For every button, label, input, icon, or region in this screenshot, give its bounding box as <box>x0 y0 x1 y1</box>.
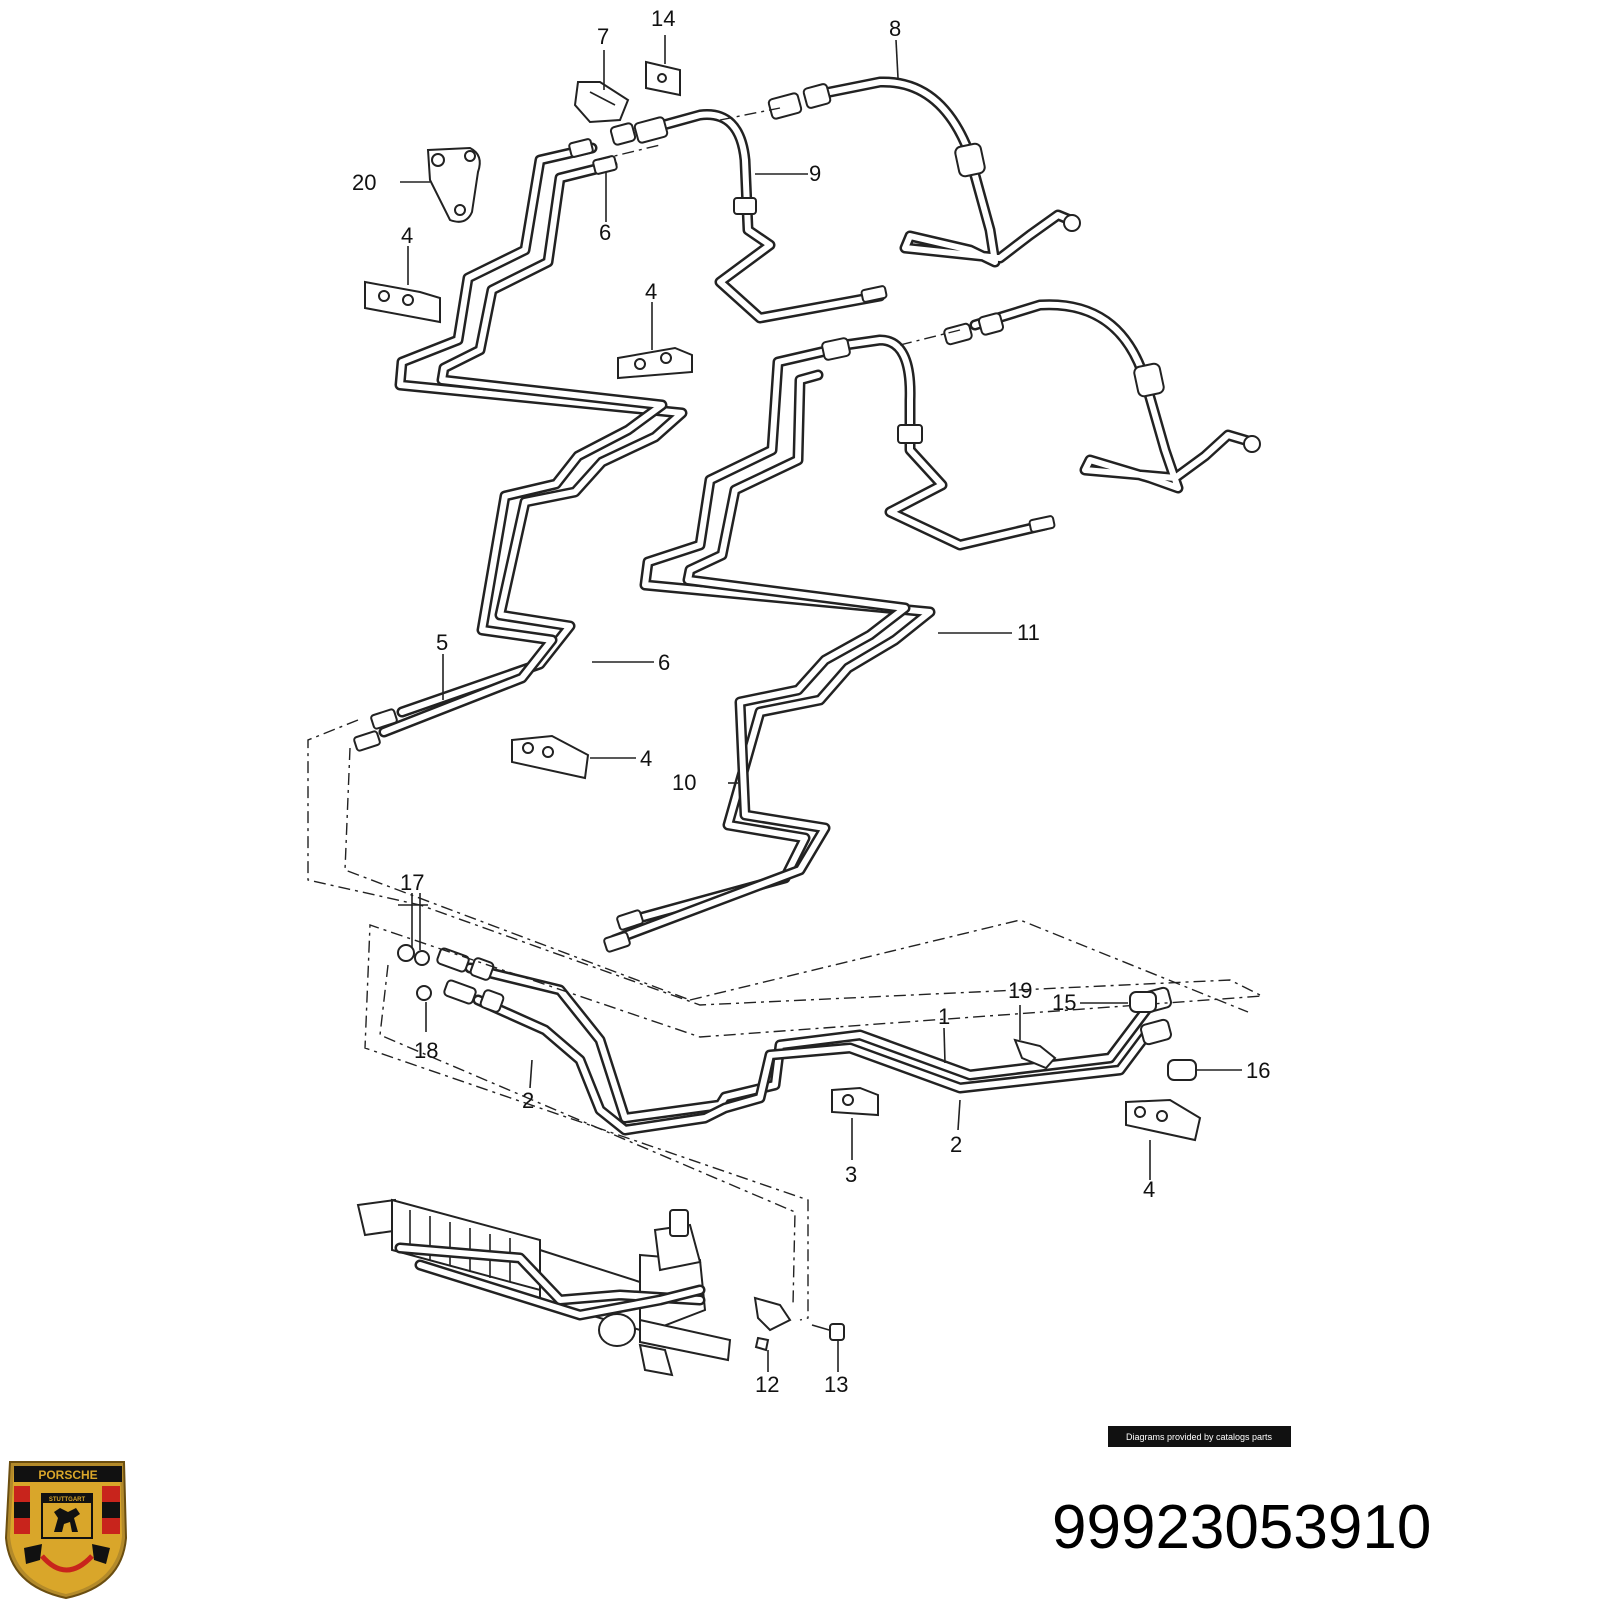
tube-5-6-assembly <box>353 138 688 752</box>
tube-1-2-assembly <box>436 947 1172 1136</box>
tube-10-11-assembly <box>603 334 1056 953</box>
callout-20: 20 <box>352 170 376 195</box>
callout-7: 7 <box>597 24 609 49</box>
clamp-3 <box>831 1086 879 1117</box>
callout-19: 19 <box>1008 978 1032 1003</box>
callout-4-mid: 4 <box>645 279 657 304</box>
crest-brand-text: PORSCHE <box>38 1468 97 1482</box>
credit-text: Diagrams provided by catalogs parts <box>1126 1432 1273 1442</box>
callout-6-lower: 6 <box>658 650 670 675</box>
clamp-4-lower <box>511 734 590 780</box>
part-number: 99923053910 <box>1052 1493 1431 1562</box>
clip-12 <box>753 1296 792 1352</box>
bolt-13 <box>811 1323 845 1341</box>
prancing-horse-icon <box>54 1508 80 1532</box>
callout-17: 17 <box>400 870 424 895</box>
crest-city-text: STUTTGART <box>49 1497 86 1503</box>
callout-9: 9 <box>809 161 821 186</box>
leader-lines <box>398 35 1242 1372</box>
clamp-4-upper-left <box>364 280 441 324</box>
callout-16: 16 <box>1246 1058 1270 1083</box>
callout-2-left: 2 <box>522 1088 534 1113</box>
callout-labels: 14 7 8 20 9 6 4 4 5 6 11 4 10 17 19 15 1… <box>352 6 1270 1397</box>
callout-10: 10 <box>672 770 696 795</box>
callout-11: 11 <box>1017 620 1040 645</box>
plate-20 <box>426 146 481 223</box>
nut-15 <box>1129 991 1157 1013</box>
callout-8: 8 <box>889 16 901 41</box>
hose-mid-right <box>943 299 1261 494</box>
callout-2-right: 2 <box>950 1132 962 1157</box>
bracket-7 <box>573 81 630 124</box>
clamp-4-bottom-right <box>1125 1098 1202 1142</box>
callout-6-upper: 6 <box>599 220 611 245</box>
callout-4-upper-left: 4 <box>401 223 413 248</box>
hose-9 <box>609 109 888 324</box>
clamp-4-mid <box>617 346 693 380</box>
callout-1: 1 <box>938 1004 950 1029</box>
callout-15: 15 <box>1052 990 1076 1015</box>
clip-14 <box>645 60 681 97</box>
callout-5: 5 <box>436 630 448 655</box>
callout-12: 12 <box>755 1372 779 1397</box>
callout-4-bottom-right: 4 <box>1143 1177 1155 1202</box>
callout-13: 13 <box>824 1372 848 1397</box>
steering-rack <box>356 1198 732 1377</box>
porsche-crest-logo: PORSCHE STUTTGART <box>4 1461 128 1600</box>
callout-14: 14 <box>651 6 675 31</box>
clip-19 <box>1013 1038 1057 1070</box>
hose-8 <box>767 76 1081 268</box>
seals-17-18 <box>397 944 432 1001</box>
routing-lines <box>307 107 1265 1321</box>
callout-18: 18 <box>414 1038 438 1063</box>
nut-16 <box>1167 1059 1197 1081</box>
callout-4-lower: 4 <box>640 746 652 771</box>
callout-3: 3 <box>845 1162 857 1187</box>
credit-badge: Diagrams provided by catalogs parts <box>1108 1426 1291 1447</box>
